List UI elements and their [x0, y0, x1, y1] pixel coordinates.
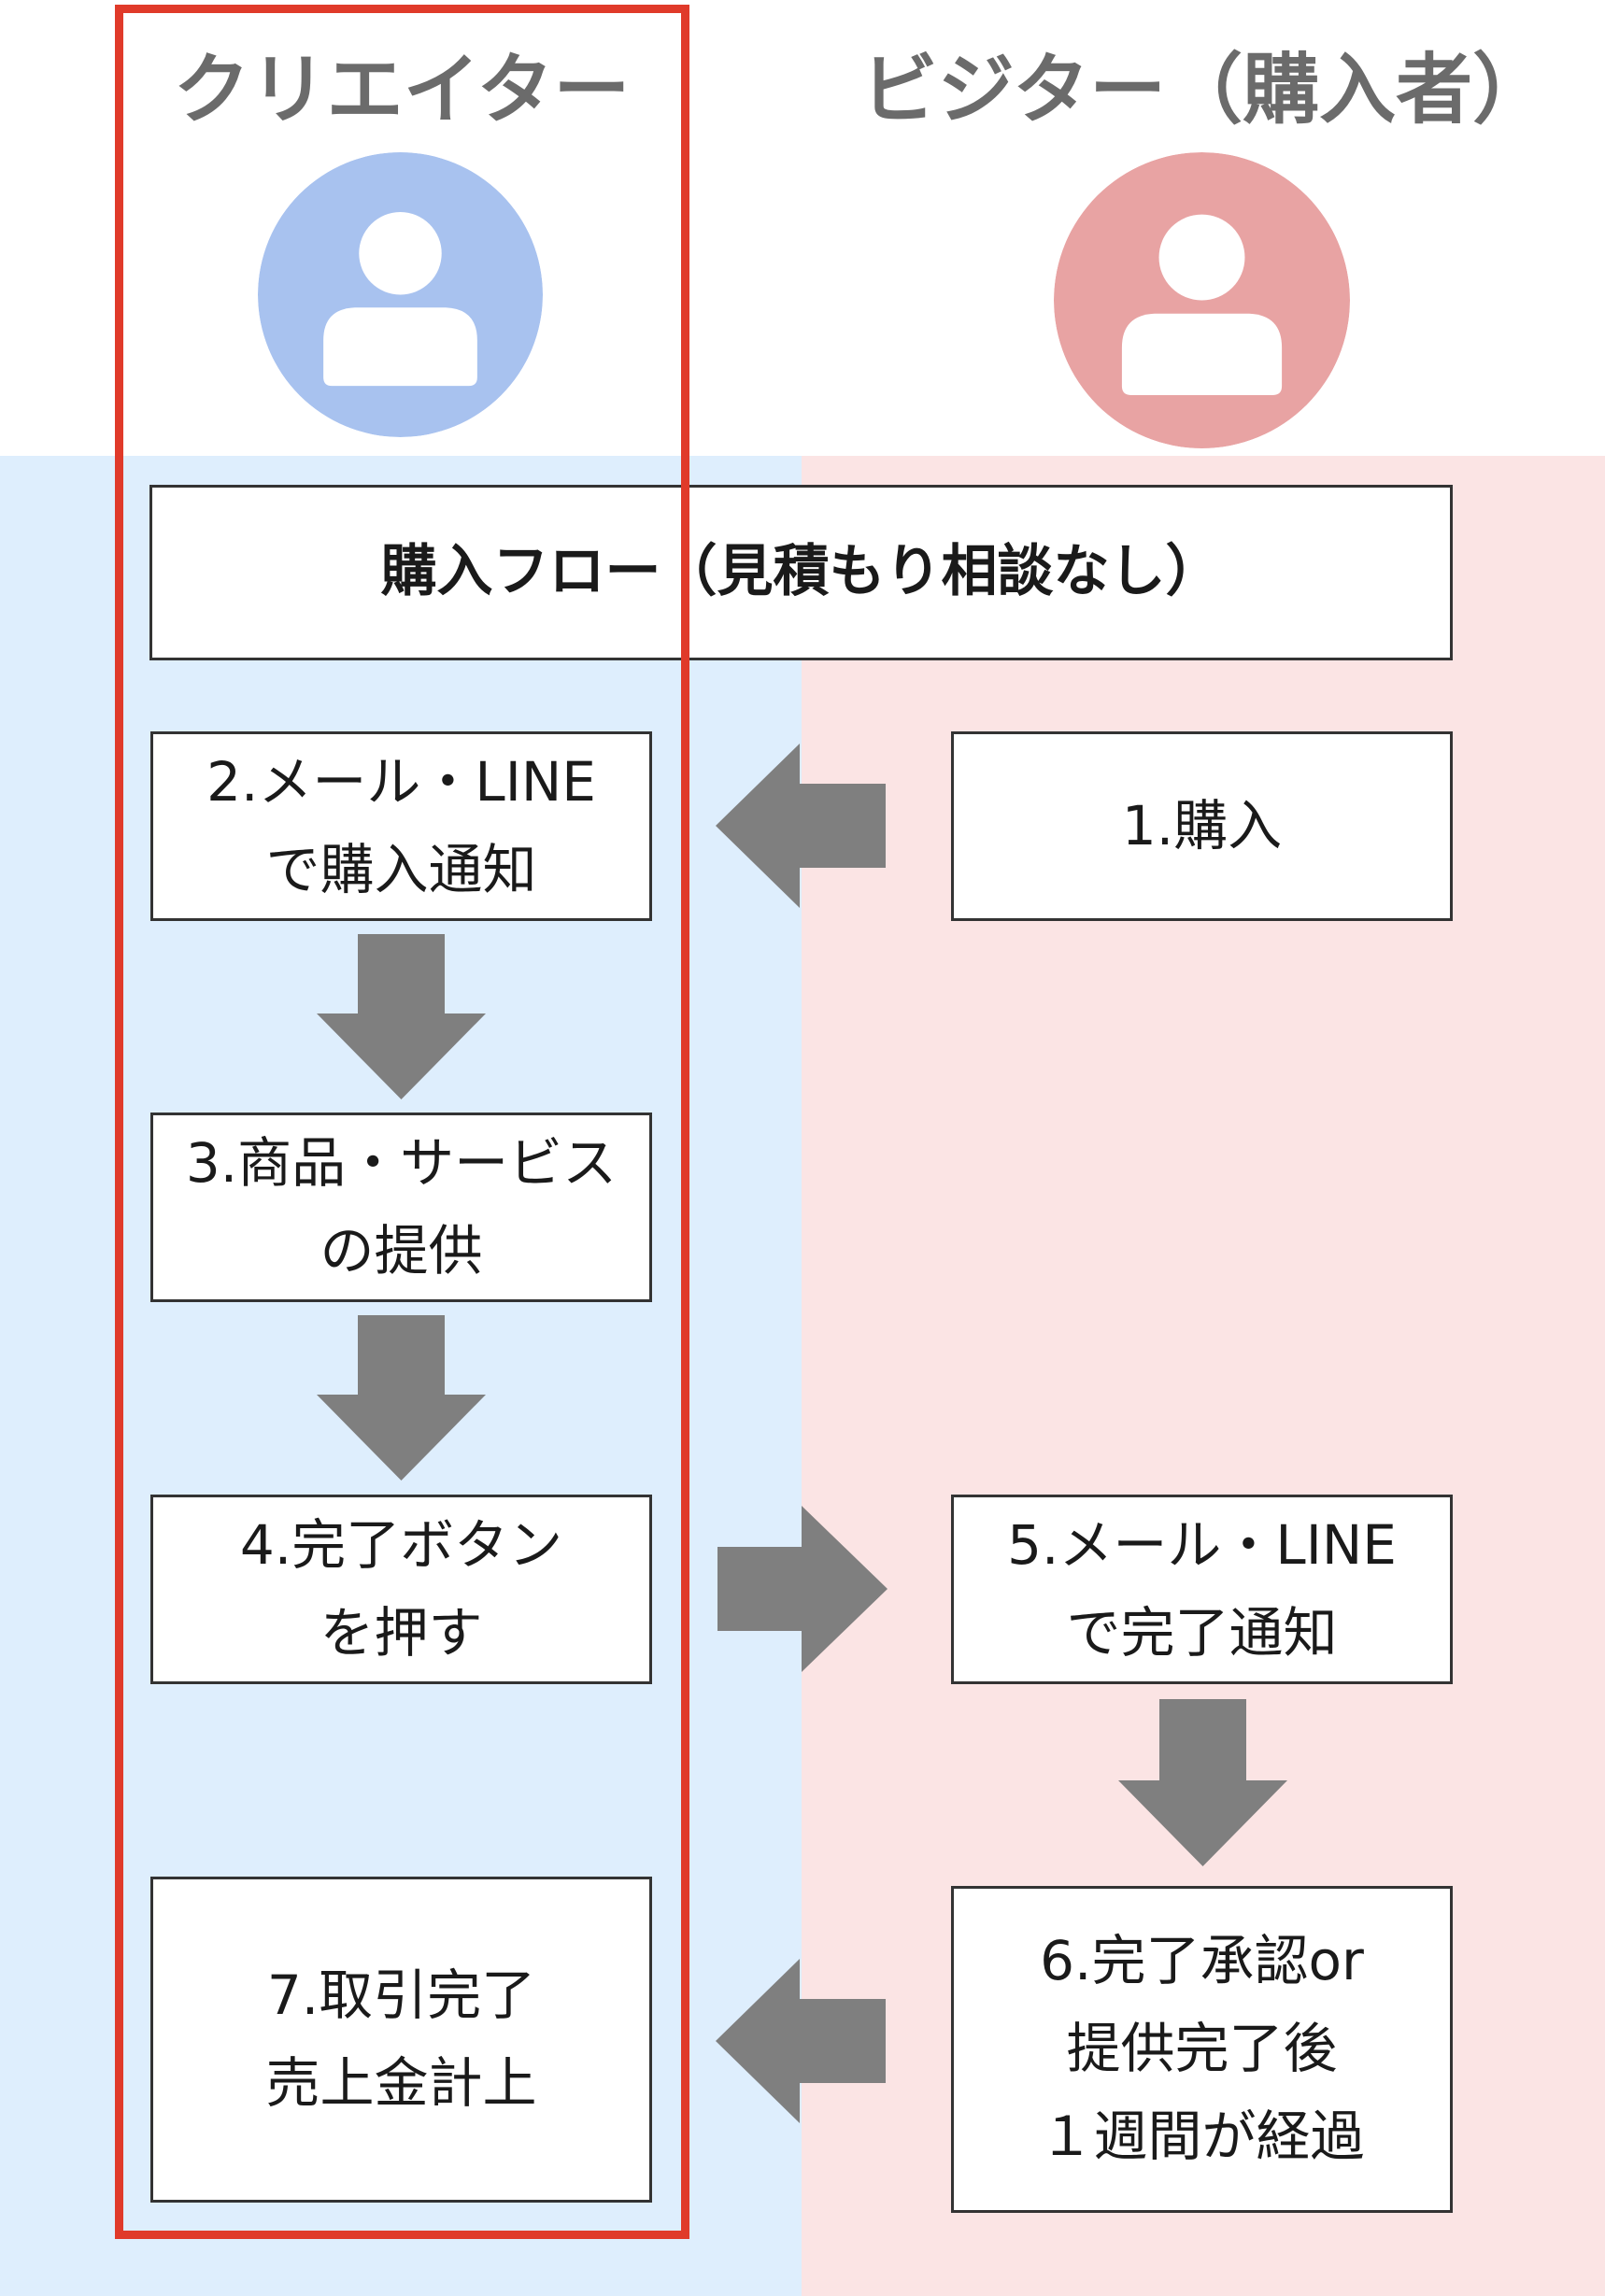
- step-4-box: 4.完了ボタン を押す: [150, 1495, 652, 1684]
- flow-title: 購入フロー（見積もり相談なし）: [380, 539, 1222, 605]
- step-6-line-3: １週間が経過: [1039, 2104, 1365, 2168]
- step-7-line-1: 7.取引完了: [266, 1963, 536, 2027]
- step-3-line-1: 3.商品・サービス: [185, 1130, 618, 1195]
- step-7-box: 7.取引完了 売上金計上: [150, 1877, 652, 2203]
- user-icon: [1054, 152, 1350, 448]
- flow-title-box: 購入フロー（見積もり相談なし）: [149, 485, 1453, 660]
- step-2-line-2: で購入通知: [265, 837, 537, 901]
- step-6-line-1: 6.完了承認or: [1040, 1929, 1364, 1993]
- user-icon: [258, 152, 543, 437]
- arrow-left-1-to-2: [716, 744, 886, 908]
- creator-avatar: [258, 152, 543, 437]
- step-6-line-2: 提供完了後: [1066, 2017, 1338, 2081]
- arrow-down-3-to-4: [317, 1315, 486, 1481]
- step-7-line-2: 売上金計上: [265, 2050, 537, 2115]
- arrow-down-5-to-6: [1118, 1699, 1287, 1866]
- visitor-header: ビジター（購入者）: [860, 46, 1550, 135]
- step-3-line-2: の提供: [320, 1218, 483, 1283]
- creator-header: クリエイター: [173, 46, 631, 135]
- step-5-line-1: 5.メール・LINE: [1007, 1512, 1397, 1577]
- arrow-right-4-to-5: [717, 1506, 888, 1672]
- step-5-box: 5.メール・LINE で完了通知: [951, 1495, 1453, 1684]
- step-4-line-1: 4.完了ボタン: [239, 1512, 563, 1577]
- step-2-box: 2.メール・LINE で購入通知: [150, 731, 652, 921]
- step-1-line-1: 1.購入: [1121, 793, 1283, 857]
- step-1-box: 1.購入: [951, 731, 1453, 921]
- creator-highlight-frame: [115, 5, 689, 2239]
- step-5-line-2: で完了通知: [1066, 1600, 1338, 1665]
- arrow-left-6-to-7: [716, 1959, 886, 2123]
- step-3-box: 3.商品・サービス の提供: [150, 1113, 652, 1302]
- visitor-avatar: [1054, 152, 1350, 448]
- arrow-down-2-to-3: [317, 934, 486, 1099]
- step-4-line-2: を押す: [320, 1600, 483, 1665]
- step-2-line-1: 2.メール・LINE: [206, 749, 596, 814]
- step-6-box: 6.完了承認or 提供完了後 １週間が経過: [951, 1886, 1453, 2213]
